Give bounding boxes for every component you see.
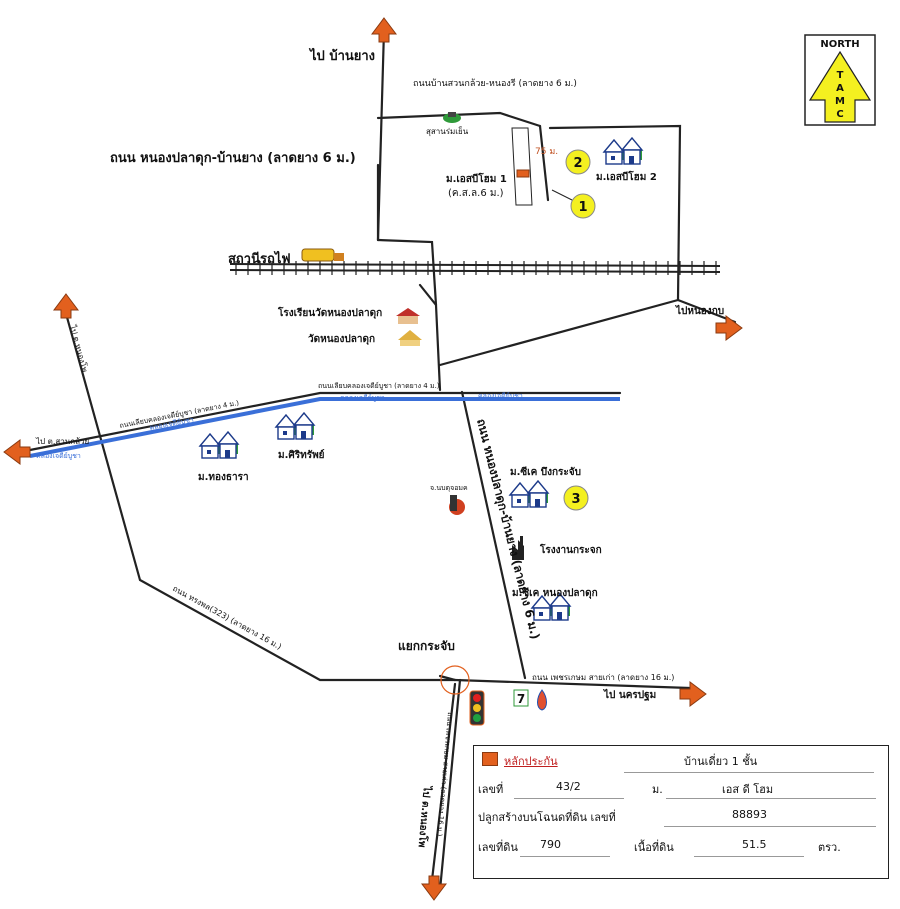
label-to-south: ไป ต.หนองโพ <box>416 785 434 849</box>
label-village-sirisap: ม.ศิริทรัพย์ <box>278 449 325 461</box>
road-sb1-entry <box>538 124 550 202</box>
label-canal-top: คลองเจดีย์บูชา <box>340 394 385 402</box>
gas-brand-icon <box>537 689 547 711</box>
house-sirisap-icon <box>275 412 315 440</box>
label-road-nong-pla-duk: ถนน หนองปลาดุก-บ้านยาง (ลาดยาง 6 ม.) <box>110 150 356 166</box>
compass-letter-a: A <box>836 83 844 94</box>
marker-1-label: 1 <box>578 200 587 215</box>
marker-2-label: 2 <box>573 156 582 171</box>
label-village-ck-bueng: ม.ซีเค บึงกระจับ <box>510 466 581 478</box>
marker-2: 2 <box>565 149 591 175</box>
road-suan-kluai <box>376 111 542 128</box>
road-south <box>438 678 462 892</box>
house-type: บ้านเดี่ยว 1 ชั้น <box>684 755 758 768</box>
label-to-ban-yang: ไป บ้านยาง <box>308 47 375 64</box>
label-village-sb1-sub: (ค.ส.ล.6 ม.) <box>448 188 504 199</box>
marker-3-label: 3 <box>571 492 580 507</box>
label-road-songphon: ถนน ทรงพล(323) (ลาดยาง 16 ม.) <box>171 584 283 652</box>
label-to-nakhon-pathom: ไป นครปฐม <box>603 688 656 701</box>
label-glass-factory: โรงงานกระจก <box>539 543 602 556</box>
area-value: 51.5 <box>742 838 767 851</box>
no-value: 43/2 <box>556 780 581 793</box>
collateral-marker-icon <box>516 169 530 178</box>
arrow-west-icon <box>3 439 31 465</box>
svg-text:7: 7 <box>517 692 525 706</box>
label-canal-far-left: คลองเจดีย์บูชา <box>36 452 81 460</box>
no-label: เลขที่ <box>478 783 504 796</box>
label-junction: แยกกระจับ <box>398 639 455 653</box>
marker-1-leader <box>551 189 573 201</box>
railway <box>229 261 721 275</box>
area-label: เนื้อที่ดิน <box>634 841 674 854</box>
label-canal-top-right: คลองเจดีย์บูชา <box>478 392 523 400</box>
moo-value: เอส ดี โฮม <box>722 783 774 796</box>
label-temple: วัดหนองปลาดุก <box>308 333 375 345</box>
label-school: โรงเรียนวัดหนองปลาดุก <box>277 306 382 319</box>
train-icon <box>301 248 344 262</box>
label-distance: 75 ม. <box>535 147 558 157</box>
arrow-nw-icon <box>53 293 79 319</box>
school-icon <box>396 308 420 324</box>
temple-icon <box>398 330 422 346</box>
land-no-value: 790 <box>540 838 561 851</box>
arrow-nong-kop-icon <box>715 315 743 341</box>
traffic-light-icon <box>469 690 485 726</box>
label-to-suan-kluai: ไป ต.สวนกล้วย <box>35 437 89 446</box>
land-no-label: เลขที่ดิน <box>478 841 518 854</box>
cemetery-icon <box>443 112 461 123</box>
north-arrow-icon <box>808 50 872 123</box>
deed-value: 88893 <box>732 808 767 821</box>
road-school <box>418 283 442 392</box>
road-songphon <box>63 308 457 682</box>
arrow-south-icon <box>421 875 447 901</box>
road-to-nong-kop-diag <box>438 298 680 367</box>
road-segment <box>430 682 457 882</box>
compass-label: NORTH <box>820 39 859 50</box>
label-canal-road-top: ถนนเลียบคลองเจดีย์บูชา (ลาดยาง 4 ม.) <box>318 382 440 390</box>
house-sb2-icon <box>603 137 643 165</box>
label-village-sb1: ม.เอสบีโฮม 1 <box>446 172 507 185</box>
junction-circle <box>440 665 470 695</box>
road-segment <box>438 674 457 682</box>
road-sb2-loop <box>548 124 682 302</box>
factory-icon <box>512 536 524 560</box>
compass-letter-c: C <box>836 109 843 120</box>
gas-station-icon <box>449 495 465 515</box>
label-road-phetkasem: ถนน เพชรเกษม สายเก่า (ลาดยาง 16 ม.) <box>532 673 674 682</box>
convenience-store-icon: 7 <box>513 689 529 707</box>
label-village-thong-thara: ม.ทองธารา <box>198 472 249 483</box>
canal <box>29 397 620 458</box>
sb1-parcel <box>511 127 533 206</box>
compass-letter-m: M <box>835 96 845 107</box>
label-gas-station: จ.นบตุจอมค <box>430 484 468 492</box>
legend-label: หลักประกัน <box>504 755 558 768</box>
area-unit: ตรว. <box>818 841 841 854</box>
label-road-left-vertical: ไป ต.หนองโพ <box>68 323 90 373</box>
marker-3: 3 <box>563 485 589 511</box>
legend-collateral-icon <box>482 752 498 766</box>
road-main-vertical <box>460 390 527 680</box>
label-train-station: สถานีรถไฟ <box>228 250 291 267</box>
label-village-sb2: ม.เอสบีโฮม 2 <box>596 170 657 183</box>
info-box: หลักประกัน บ้านเดี่ยว 1 ชั้น เลขที่ 43/2… <box>473 745 889 879</box>
label-to-nong-kop: ไปหนองกบ <box>675 304 724 317</box>
label-road-suan-kluai: ถนนบ้านสวนกล้วย-หนองรี (ลาดยาง 6 ม.) <box>413 78 577 89</box>
deed-label: ปลูกสร้างบนโฉนดที่ดิน เลขที่ <box>478 811 616 824</box>
compass-letter-t: T <box>837 70 844 81</box>
compass: NORTH T A M C <box>804 34 876 126</box>
label-road-main-vertical: ถนน หนองปลาดุก-บ้านยาง (ลาดยาง 6 ม.) <box>473 417 542 641</box>
road-to-rail <box>376 238 438 307</box>
label-village-ck-nong: ม.ซีเค หนองปลาดุก <box>512 587 598 599</box>
arrow-north-icon <box>371 17 397 43</box>
label-cemetery: สุสานร่มเย็น <box>426 126 469 136</box>
marker-1: 1 <box>570 193 596 219</box>
house-ck-bueng-icon <box>509 480 549 508</box>
arrow-east-icon <box>679 681 707 707</box>
house-thong-thara-icon <box>199 431 239 459</box>
moo-label: ม. <box>652 783 663 796</box>
road-canal <box>28 391 622 452</box>
roads <box>28 28 737 892</box>
road-phetkasem <box>453 678 692 690</box>
